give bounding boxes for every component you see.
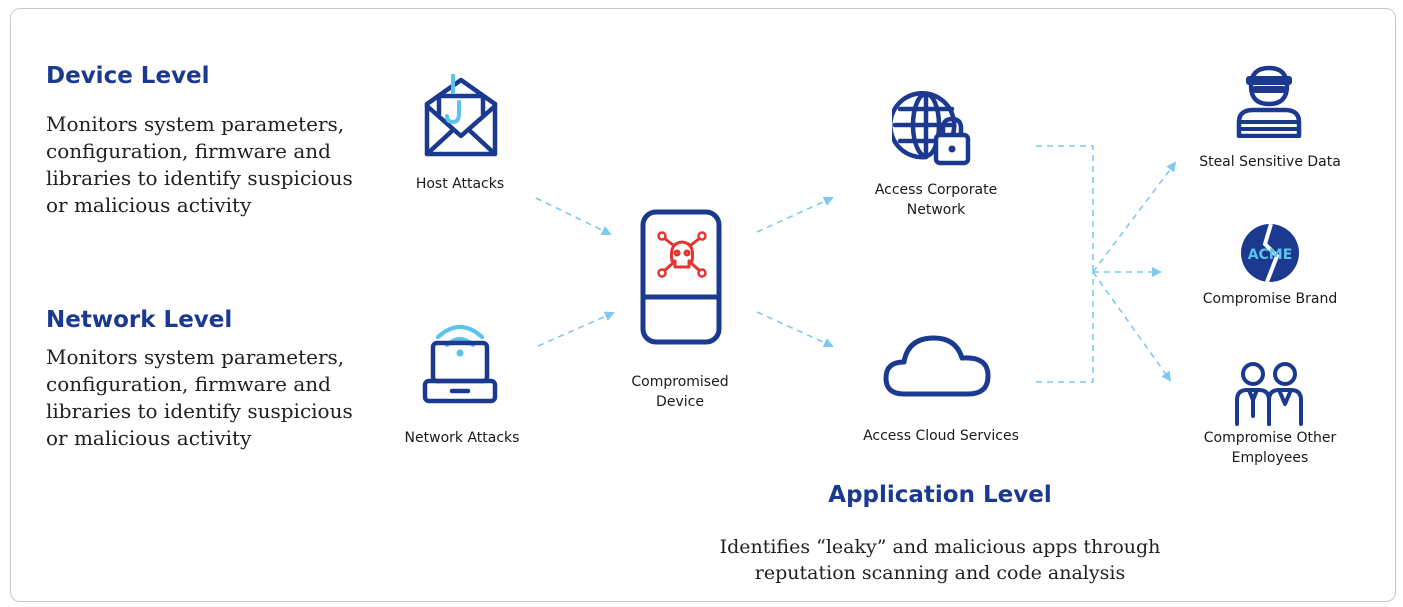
network-attacks-label: Network Attacks	[404, 430, 520, 446]
arrow-device-to-cloud	[756, 311, 834, 348]
access-corporate-network-label: Access Corporate Network	[874, 182, 998, 218]
compromise-brand-label: Compromise Brand	[1202, 291, 1338, 307]
arrow-device-to-corporate	[756, 196, 834, 233]
compromised-device-label: Compromised Device	[631, 374, 729, 410]
diagram-frame	[10, 8, 1396, 602]
host-attacks-label: Host Attacks	[415, 176, 505, 192]
arrow-to-employees	[1092, 271, 1172, 382]
arrow-host-to-device	[535, 197, 612, 235]
network-level-heading: Network Level	[46, 307, 233, 333]
application-level-heading: Application Level	[828, 482, 1052, 508]
connector-cloud	[1036, 272, 1094, 383]
brand-logo-text: ACME	[1248, 247, 1293, 263]
masked-thief-icon	[1236, 64, 1302, 143]
connector-corporate	[1036, 145, 1094, 272]
employees-icon	[1233, 360, 1305, 431]
broken-brand-logo-icon: ACME	[1237, 222, 1303, 289]
phishing-envelope-icon	[413, 72, 503, 169]
access-cloud-services-label: Access Cloud Services	[863, 428, 1019, 444]
cloud-icon	[882, 332, 992, 403]
wifi-laptop-icon	[418, 317, 502, 416]
application-level-description: Identifies “leaky” and malicious apps th…	[719, 536, 1161, 584]
device-level-description: Monitors system parameters, configuratio…	[46, 112, 353, 217]
arrow-network-to-device	[537, 311, 615, 347]
globe-lock-icon	[888, 91, 982, 172]
infected-phone-icon	[640, 209, 724, 350]
device-level-heading: Device Level	[46, 63, 210, 89]
arrow-to-steal-data	[1092, 161, 1177, 273]
steal-sensitive-data-label: Steal Sensitive Data	[1199, 154, 1341, 170]
network-level-description: Monitors system parameters, configuratio…	[46, 345, 353, 450]
compromise-other-employees-label: Compromise Other Employees	[1203, 430, 1337, 466]
